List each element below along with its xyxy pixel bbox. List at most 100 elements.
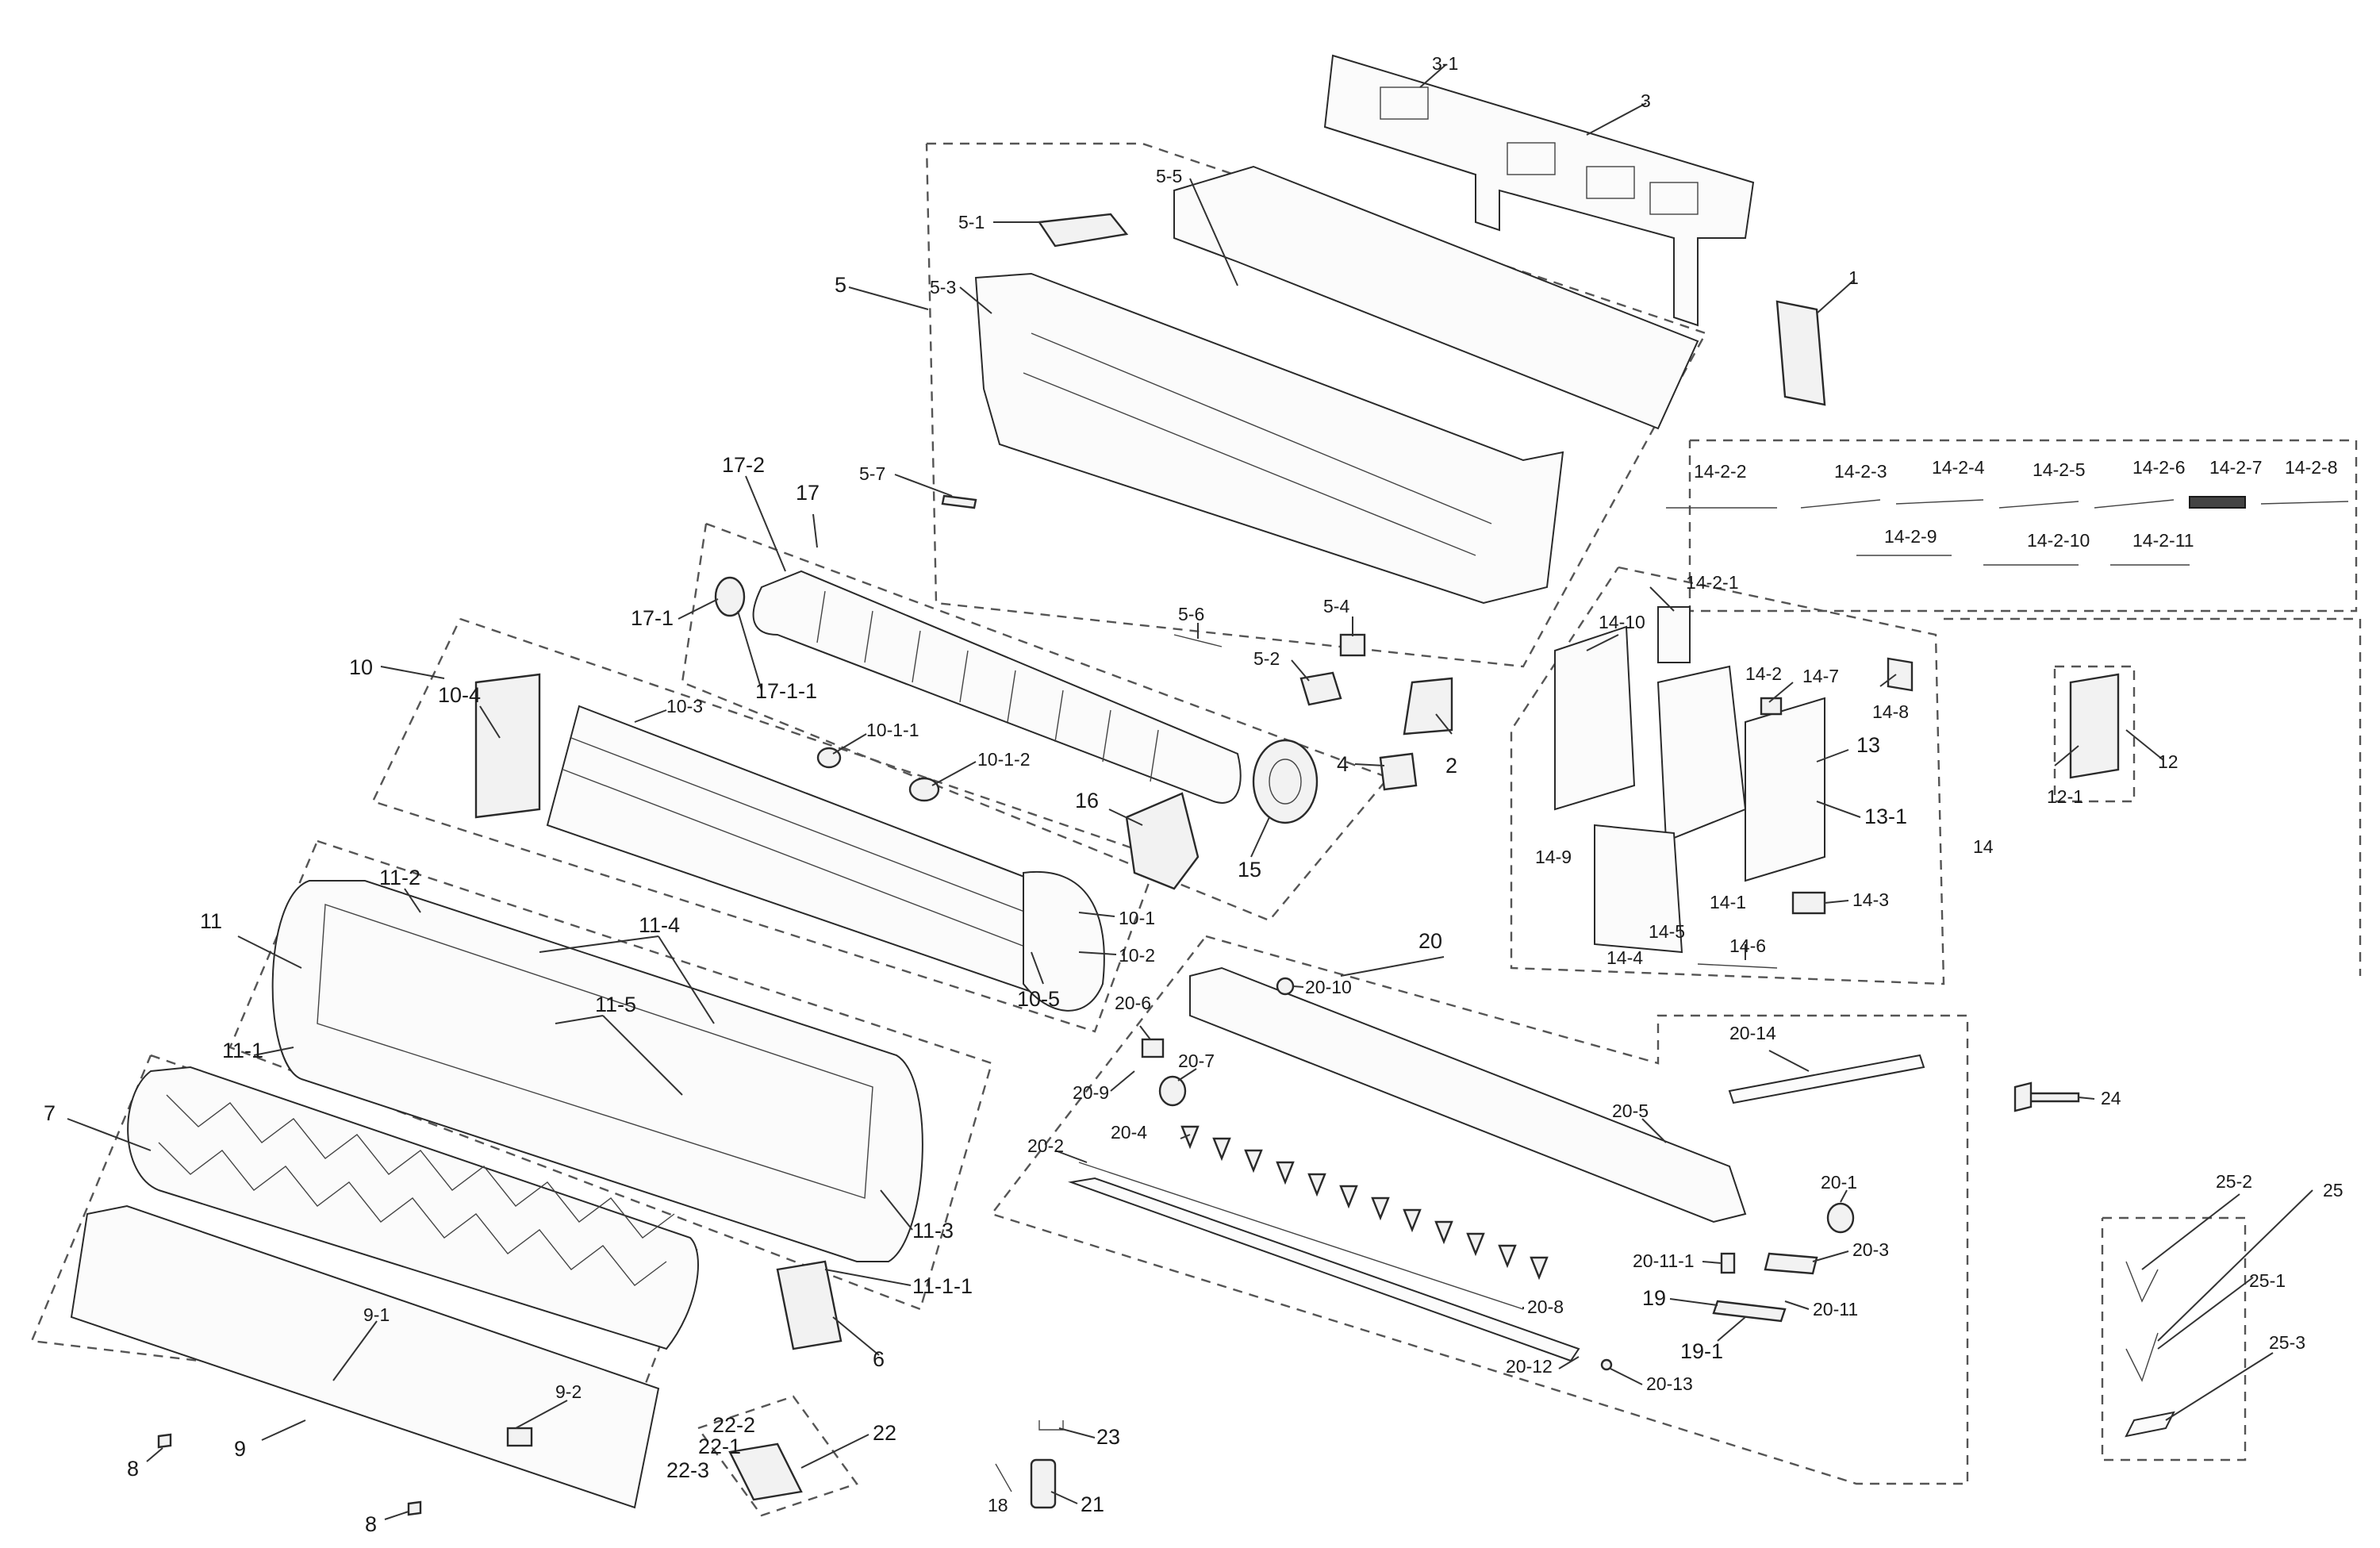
remote-holder-25-2 bbox=[2125, 1261, 2159, 1303]
callout-11-5: 11-5 bbox=[595, 993, 636, 1016]
bracket-20-3 bbox=[1764, 1252, 1818, 1275]
fan-bearing-drawing bbox=[714, 576, 746, 617]
callout-20-7: 20-7 bbox=[1178, 1051, 1215, 1071]
callout-5-1: 5-1 bbox=[958, 212, 985, 232]
remote-holder-25-1 bbox=[2125, 1332, 2159, 1382]
group-14-outline bbox=[1510, 566, 1945, 985]
mounting-plate-slot bbox=[1507, 142, 1556, 175]
callout-14-2-7: 14-2-7 bbox=[2209, 457, 2262, 478]
part-20-10 bbox=[1276, 977, 1295, 996]
pcb-14-5 bbox=[1594, 824, 1683, 954]
callout-19: 19 bbox=[1642, 1286, 1666, 1310]
drain-pan-drawing bbox=[1173, 165, 1699, 430]
louver-20-12 bbox=[1068, 1177, 1580, 1362]
callout-2: 2 bbox=[1445, 754, 1457, 778]
holder-23 bbox=[1038, 1420, 1064, 1431]
callout-11-1-1: 11-1-1 bbox=[912, 1274, 973, 1298]
callout-20-2: 20-2 bbox=[1027, 1135, 1064, 1156]
group-17-outline bbox=[681, 522, 1391, 922]
control-board-13 bbox=[1745, 697, 1825, 882]
callout-25: 25 bbox=[2323, 1180, 2344, 1200]
callout-17-1-1: 17-1-1 bbox=[755, 679, 817, 703]
chassis-drawing bbox=[974, 272, 1564, 605]
clip-8b bbox=[407, 1500, 422, 1516]
callout-22-3: 22-3 bbox=[666, 1458, 709, 1482]
callout-20-1: 20-1 bbox=[1821, 1172, 1857, 1193]
callout-16: 16 bbox=[1075, 789, 1099, 812]
callout-8b: 8 bbox=[365, 1512, 377, 1536]
pad-25-3 bbox=[2125, 1411, 2175, 1438]
callout-20-6: 20-6 bbox=[1115, 993, 1151, 1013]
callout-20-5: 20-5 bbox=[1612, 1101, 1649, 1121]
callout-10-1-1: 10-1-1 bbox=[866, 720, 919, 740]
control-box-14-10 bbox=[1554, 625, 1636, 811]
callout-7: 7 bbox=[44, 1101, 56, 1125]
callout-14-2-9: 14-2-9 bbox=[1884, 526, 1937, 547]
callout-14-2: 14-2 bbox=[1745, 663, 1782, 684]
callout-20-12: 20-12 bbox=[1506, 1356, 1553, 1377]
front-frame-opening bbox=[317, 904, 873, 1199]
callout-14-1: 14-1 bbox=[1710, 892, 1746, 912]
display-9-2 bbox=[506, 1427, 533, 1447]
front-frame-drawing bbox=[271, 880, 923, 1262]
callout-14-2-4: 14-2-4 bbox=[1932, 457, 1985, 478]
group-outlines bbox=[30, 142, 2362, 1517]
side-plate-10-4-drawing bbox=[474, 673, 541, 819]
callout-14-10: 14-10 bbox=[1599, 612, 1645, 632]
label-14-2-1 bbox=[1657, 606, 1691, 663]
callout-22-2: 22-2 bbox=[712, 1413, 755, 1437]
callout-5-7: 5-7 bbox=[859, 463, 885, 484]
callout-10-2: 10-2 bbox=[1119, 945, 1155, 966]
bracket-5-2-drawing bbox=[1299, 671, 1342, 706]
clip-8a bbox=[157, 1433, 172, 1449]
callout-14-2-6: 14-2-6 bbox=[2132, 457, 2185, 478]
mounting-plate-slot bbox=[1649, 182, 1699, 215]
bolt-24-drawing bbox=[2013, 1081, 2080, 1112]
callout-19-1: 19-1 bbox=[1680, 1339, 1723, 1363]
callout-14-2-8: 14-2-8 bbox=[2285, 457, 2337, 478]
callout-5-6: 5-6 bbox=[1178, 604, 1204, 624]
mounting-plate-slot bbox=[1586, 166, 1635, 199]
callout-14: 14 bbox=[1973, 836, 1994, 857]
callout-20: 20 bbox=[1418, 929, 1442, 953]
callout-15: 15 bbox=[1238, 858, 1261, 882]
grille-zigzag bbox=[166, 1094, 675, 1239]
evaporator-fin-line bbox=[562, 769, 1040, 953]
callout-6: 6 bbox=[873, 1347, 885, 1371]
callout-11-1: 11-1 bbox=[222, 1039, 263, 1062]
callout-20-10: 20-10 bbox=[1305, 977, 1352, 997]
callout-11-3: 11-3 bbox=[912, 1219, 954, 1243]
screw-20-13 bbox=[1600, 1358, 1613, 1371]
callout-3-1: 3-1 bbox=[1432, 53, 1458, 74]
callout-14-3: 14-3 bbox=[1852, 889, 1889, 910]
motor-cover-drawing bbox=[1125, 792, 1200, 890]
louver-blades-20-4 bbox=[1180, 1125, 1549, 1281]
callout-4: 4 bbox=[1337, 752, 1349, 776]
callout-13: 13 bbox=[1856, 733, 1880, 757]
louver-frame-20-5 bbox=[1189, 966, 1747, 1223]
clip-4-drawing bbox=[1379, 752, 1418, 791]
callout-25-2: 25-2 bbox=[2216, 1171, 2252, 1192]
box-22-drawing bbox=[728, 1442, 803, 1501]
callout-21: 21 bbox=[1081, 1492, 1104, 1516]
group-20-outline bbox=[989, 935, 1969, 1485]
callout-5: 5 bbox=[835, 273, 846, 297]
callout-10-1: 10-1 bbox=[1119, 908, 1155, 928]
callout-9-1: 9-1 bbox=[363, 1304, 390, 1325]
link-rod-20-8 bbox=[1078, 1162, 1524, 1310]
callout-14-6: 14-6 bbox=[1729, 935, 1766, 956]
callout-9-2: 9-2 bbox=[555, 1381, 582, 1402]
intake-grille-drawing bbox=[127, 1066, 699, 1350]
group-11-outline bbox=[228, 839, 993, 1311]
callout-20-11: 20-11 bbox=[1813, 1299, 1858, 1319]
callout-14-8: 14-8 bbox=[1872, 701, 1909, 722]
control-box-14-2 bbox=[1656, 665, 1747, 843]
fan-motor-drawing bbox=[1252, 739, 1319, 824]
callout-20-4: 20-4 bbox=[1111, 1122, 1147, 1143]
pin-drawing bbox=[1173, 634, 1223, 647]
leader-lines bbox=[67, 64, 2313, 1520]
callout-12-1: 12-1 bbox=[2047, 786, 2083, 807]
callout-22: 22 bbox=[873, 1421, 896, 1445]
pipe-bundle-drawing bbox=[1023, 870, 1105, 1012]
callout-17: 17 bbox=[796, 481, 820, 505]
